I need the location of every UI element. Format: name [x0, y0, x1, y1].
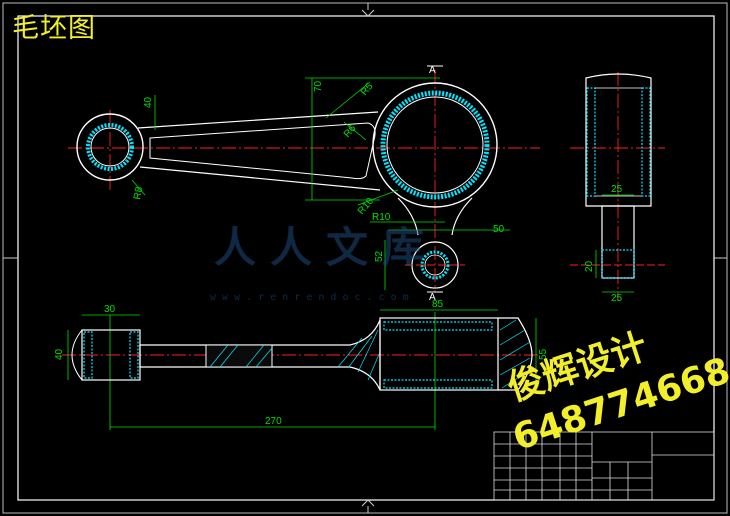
dim-25-bottom: 25 — [611, 293, 623, 304]
section-mark-a-bottom: A — [429, 292, 436, 303]
dim-40-top: 40 — [143, 96, 154, 108]
section-view: 30 40 85 55 270 — [54, 299, 549, 430]
dim-52: 52 — [374, 250, 385, 262]
dim-r6: R6 — [342, 123, 359, 140]
dim-55: 55 — [538, 348, 549, 360]
watermark-url: w w w . r e n r e n d o c . c o m — [210, 292, 409, 303]
dim-30: 30 — [104, 304, 116, 315]
dim-270: 270 — [265, 416, 282, 427]
dim-70: 70 — [313, 80, 324, 92]
frame-ticks — [3, 3, 727, 513]
drawing-title: 毛坯图 — [12, 13, 96, 44]
dim-20: 20 — [584, 260, 595, 272]
dim-50: 50 — [493, 224, 505, 235]
dim-r8: R8 — [132, 186, 145, 201]
dim-85: 85 — [432, 299, 444, 310]
title-block — [493, 431, 715, 501]
dim-25-top: 25 — [611, 184, 623, 195]
dim-r5: R5 — [359, 81, 376, 98]
watermark-site-chars: 人人文库 — [214, 223, 439, 272]
watermark-logo: 人人文库 w w w . r e n r e n d o c . c o m — [210, 214, 500, 303]
side-view: 25 20 25 — [570, 72, 665, 304]
section-mark-a-top: A — [429, 65, 436, 76]
dim-r10-b: R10 — [372, 212, 391, 223]
dim-40-side: 40 — [54, 348, 65, 360]
